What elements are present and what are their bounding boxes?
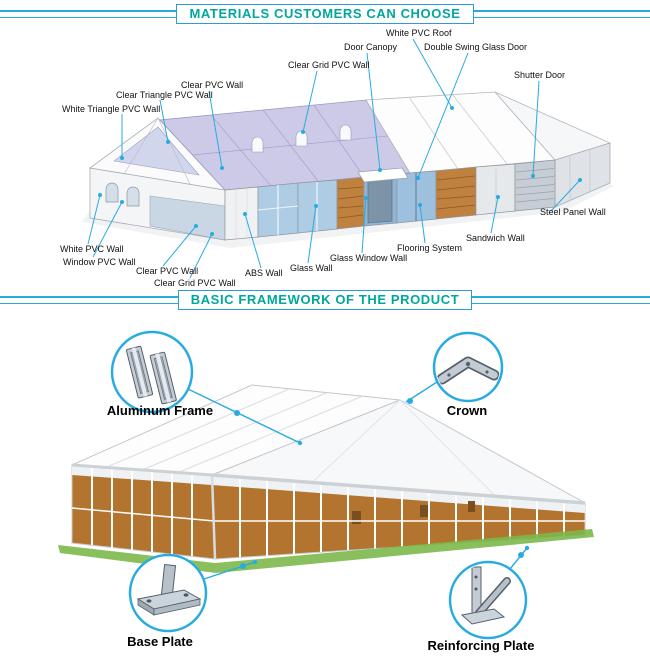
framework-title: BASIC FRAMEWORK OF THE PRODUCT: [177, 290, 473, 310]
shutter-door-bay: [514, 159, 556, 212]
interior-arch-1: [251, 136, 264, 153]
callout-label-crown: Crown: [446, 403, 488, 418]
framework-illustration: [58, 330, 594, 640]
leader-lines: [87, 38, 581, 279]
label-white-triangle-pvc-wall: White Triangle PVC Wall: [62, 104, 161, 114]
aluminum-frame-circle: [110, 330, 194, 414]
label-white-pvc-roof: White PVC Roof: [386, 28, 452, 38]
callout-label-aluminum-frame: Aluminum Frame: [106, 403, 214, 418]
abs-wall-bay: [224, 186, 259, 241]
left-gable: [88, 117, 227, 191]
furniture-1: [352, 511, 361, 524]
furniture-3: [468, 501, 475, 512]
section-banner-framework: BASIC FRAMEWORK OF THE PRODUCT: [0, 290, 650, 310]
label-flooring-system: Flooring System: [397, 243, 463, 253]
label-glass-wall: Glass Wall: [290, 263, 333, 273]
leader-dots: [98, 106, 582, 236]
label-clear-grid-pvc-wall-top: Clear Grid PVC Wall: [288, 60, 370, 70]
section-banner-materials: MATERIALS CUSTOMERS CAN CHOOSE: [0, 4, 650, 24]
label-glass-window-wall: Glass Window Wall: [330, 253, 408, 263]
label-clear-grid-pvc-wall-bottom: Clear Grid PVC Wall: [154, 278, 236, 288]
base-plate-part: [136, 564, 202, 616]
framework-dots: [234, 398, 530, 569]
window-pvc-arch-2: [126, 186, 140, 207]
banner-line-left-2: [0, 296, 178, 304]
frame-front-wall: [71, 463, 586, 560]
label-clear-triangle-pvc-wall: Clear Triangle PVC Wall: [116, 90, 213, 100]
framework-connectors: [187, 381, 528, 580]
furniture-2: [420, 505, 428, 517]
label-white-pvc-wall: White PVC Wall: [60, 244, 124, 254]
front-wall: [224, 159, 556, 241]
materials-title: MATERIALS CUSTOMERS CAN CHOOSE: [176, 4, 474, 24]
front-wall-details: [235, 167, 555, 239]
label-clear-pvc-wall-top: Clear PVC Wall: [181, 80, 244, 90]
banner-line-left: [0, 10, 177, 18]
frame-side-wall: [71, 464, 216, 560]
label-abs-wall: ABS Wall: [245, 268, 283, 278]
label-clear-pvc-wall-bottom: Clear PVC Wall: [136, 266, 199, 276]
interior-arch-3: [339, 124, 352, 141]
label-steel-panel-wall: Steel Panel Wall: [540, 207, 606, 217]
label-sandwich-wall: Sandwich Wall: [466, 233, 525, 243]
crown-connector: [436, 356, 500, 385]
wood-bay-1: [336, 176, 365, 230]
callout-label-base-plate: Base Plate: [127, 634, 193, 649]
label-door-canopy: Door Canopy: [344, 42, 398, 52]
left-end-wall: [89, 167, 226, 241]
door-leaf: [367, 177, 393, 224]
window-pvc-arch-1: [105, 182, 119, 203]
banner-line-right: [473, 10, 650, 18]
callout-label-reinforcing-plate: Reinforcing Plate: [427, 638, 535, 653]
clear-triangle-section: [113, 126, 200, 176]
banner-line-right-2: [472, 296, 650, 304]
wood-bay-2: [435, 166, 477, 220]
door-canopy-shape: [357, 167, 409, 183]
materials-illustration: [82, 38, 614, 279]
reinforcing-plate-part: [460, 566, 511, 625]
label-window-pvc-wall: Window PVC Wall: [63, 257, 136, 267]
aluminum-profiles: [126, 345, 177, 405]
roof-white-pvc: [365, 91, 612, 174]
label-shutter-door: Shutter Door: [514, 70, 566, 80]
label-double-swing-glass-door: Double Swing Glass Door: [424, 42, 528, 52]
